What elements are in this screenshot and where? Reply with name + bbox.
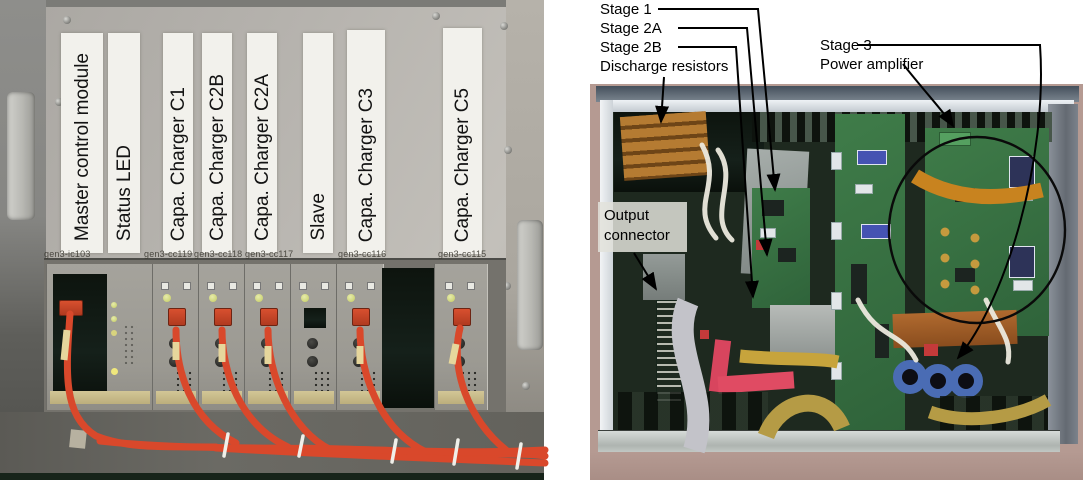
power-amplifier-pcb (925, 128, 1049, 336)
stage2-pcb (752, 188, 810, 308)
perforated-floor (940, 396, 1048, 430)
rack-top-edge (0, 0, 544, 7)
slot-label-charger-c2a: Capa. Charger C2A (247, 33, 277, 253)
module-slave (290, 264, 338, 410)
perforated-floor (618, 392, 768, 430)
module-id: gen3-cc118 (194, 249, 243, 259)
cable-mount (69, 429, 87, 449)
left-rail-handle (7, 92, 35, 220)
callout-stage3: Stage 3 (820, 37, 872, 54)
screw (63, 16, 71, 24)
status-led-dot (111, 302, 117, 308)
screw (503, 282, 511, 290)
slot-label-slave: Slave (303, 33, 333, 253)
module-label-strip (438, 391, 484, 404)
left-photo-rack: Master control module Status LED Capa. C… (0, 0, 544, 480)
module-charger-c2a (244, 264, 292, 410)
master-module-window (53, 274, 107, 404)
callout-power-amplifier: Power amplifier (820, 56, 924, 73)
screw (432, 12, 440, 20)
master-module-markings (123, 324, 137, 364)
status-led-dot (111, 316, 117, 322)
cable-connector (260, 308, 278, 326)
module-id: gen3-ic103 (44, 249, 91, 259)
bench-surface (590, 452, 1083, 480)
module-id: gen3-cc115 (438, 249, 487, 259)
module-id: gen3-cc117 (245, 249, 294, 259)
slot-label-status-led: Status LED (108, 33, 140, 253)
callout-stage1: Stage 1 (600, 1, 652, 18)
screw (522, 382, 530, 390)
empty-slot (382, 268, 434, 408)
status-led-dot-lit (111, 368, 118, 375)
module-label-strip (202, 391, 242, 404)
cable-connector (352, 308, 370, 326)
copper-busbar (892, 309, 1018, 349)
module-label-strip (156, 391, 196, 404)
rack-base-strip (0, 473, 544, 480)
cable-connector (168, 308, 186, 326)
output-connector-board (656, 300, 682, 402)
screw (55, 98, 63, 106)
screw (504, 146, 512, 154)
module-charger-c3 (336, 264, 384, 410)
module-charger-c5 (434, 264, 488, 410)
screw (500, 22, 508, 30)
module-label-strip (340, 391, 380, 404)
slot-label-charger-c3: Capa. Charger C3 (347, 30, 385, 254)
module-label-strip (294, 391, 334, 404)
module-label-strip (248, 391, 288, 404)
module-charger-c2b (198, 264, 246, 410)
cable-connector (214, 308, 232, 326)
slave-display (304, 308, 326, 328)
slot-label-charger-c5: Capa. Charger C5 (443, 28, 482, 254)
callout-discharge-resistors: Discharge resistors (600, 58, 729, 75)
module-label-strip (50, 391, 150, 404)
cable-connector (453, 308, 471, 326)
rack-left-rail (0, 0, 46, 480)
status-led-dot (111, 330, 117, 336)
slot-label-charger-c1: Capa. Charger C1 (163, 33, 193, 253)
discharge-resistor-fins (619, 111, 711, 181)
chassis-left-rail (600, 100, 613, 440)
module-charger-c1 (152, 264, 200, 410)
callout-output-connector: Output connector (598, 202, 687, 252)
slot-label-master-control: Master control module (61, 33, 103, 253)
callout-stage2b: Stage 2B (600, 39, 662, 56)
slot-label-charger-c2b: Capa. Charger C2B (202, 33, 232, 253)
chassis-right-wall (1048, 104, 1078, 444)
module-master-control (46, 264, 154, 410)
callout-stage2a: Stage 2A (600, 20, 662, 37)
chassis-top-rail (602, 100, 1074, 112)
module-id: gen3-cc119 (144, 249, 193, 259)
master-cable-connector (59, 300, 83, 316)
connector-panel (643, 254, 685, 300)
right-rail-handle (517, 220, 543, 350)
toroid-inductor (949, 364, 983, 398)
module-id: gen3-cc116 (338, 249, 387, 259)
